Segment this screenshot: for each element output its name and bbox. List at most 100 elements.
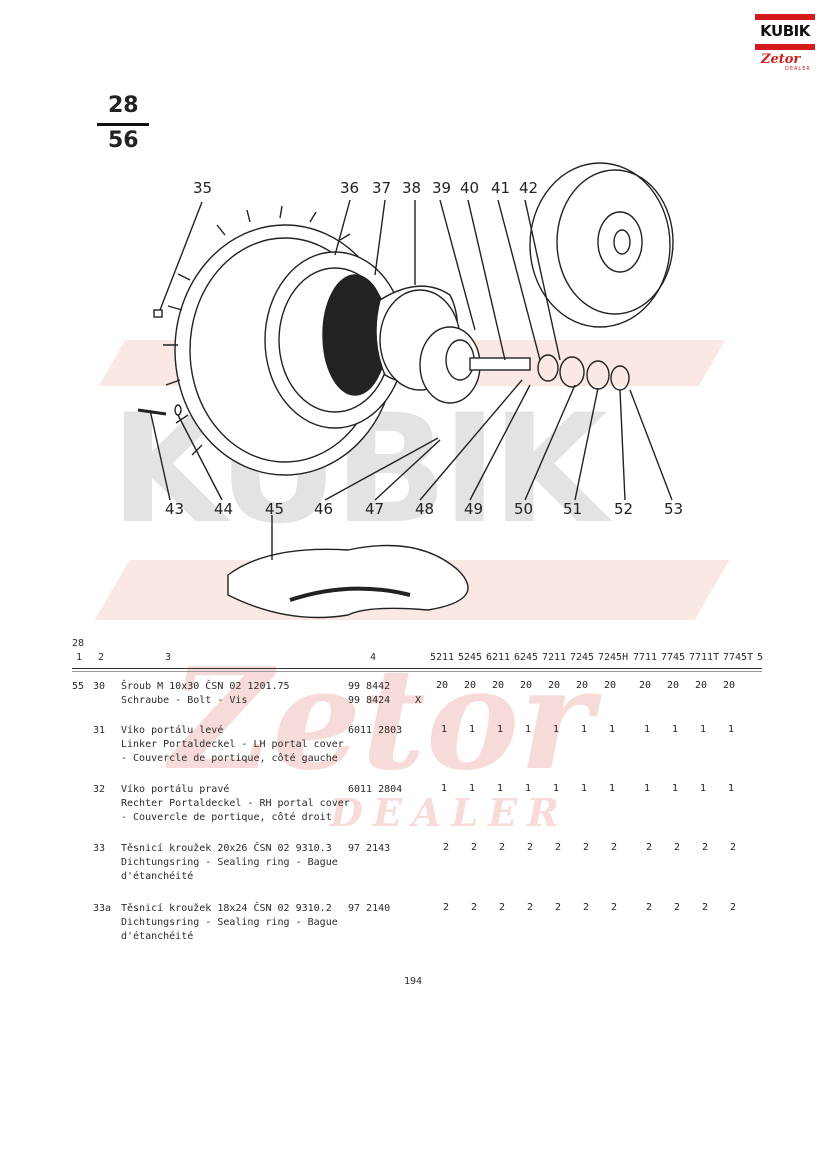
description-line: d'étanchéité bbox=[121, 871, 194, 882]
callout-48: 48 bbox=[415, 500, 435, 518]
description-line: d'étanchéité bbox=[121, 931, 194, 942]
description-line: Dichtungsring - Sealing ring - Bague bbox=[121, 857, 338, 868]
position-number: 31 bbox=[93, 725, 106, 736]
dealer-logo: KUBIK Zetor DEALER bbox=[755, 14, 815, 72]
qty: 2 bbox=[673, 902, 681, 913]
fig-number: 55 bbox=[72, 681, 85, 692]
description-line: Víko portálu levé bbox=[121, 725, 224, 736]
model-header: 7245 bbox=[570, 652, 595, 663]
qty: 1 bbox=[699, 724, 707, 735]
qty: 2 bbox=[498, 902, 506, 913]
qty: 1 bbox=[496, 783, 504, 794]
part-number: 99 8442 bbox=[348, 681, 391, 692]
callout-51: 51 bbox=[563, 500, 583, 518]
qty: 1 bbox=[580, 783, 588, 794]
qty: 20 bbox=[435, 680, 449, 691]
position-number: 33a bbox=[93, 903, 112, 914]
logo-bar-top bbox=[755, 14, 815, 20]
qty: 1 bbox=[496, 724, 504, 735]
sheet-number: 56 bbox=[108, 128, 139, 153]
col-header-2: 2 bbox=[98, 652, 105, 663]
callout-39: 39 bbox=[432, 179, 452, 197]
qty: 2 bbox=[442, 842, 450, 853]
qty: 2 bbox=[645, 902, 653, 913]
description-line: Šroub M 10x30 ČSN 02 1201.75 bbox=[121, 681, 290, 692]
ring-49 bbox=[537, 354, 559, 382]
nut-35 bbox=[153, 309, 163, 318]
qty: 2 bbox=[554, 842, 562, 853]
callout-45: 45 bbox=[265, 500, 285, 518]
qty: 1 bbox=[524, 783, 532, 794]
model-header: 7711 bbox=[633, 652, 658, 663]
callout-43: 43 bbox=[165, 500, 185, 518]
qty: 20 bbox=[519, 680, 533, 691]
table-row: 31 Víko portálu levé Linker Portaldeckel… bbox=[0, 724, 826, 772]
logo-bar-bottom bbox=[755, 44, 815, 50]
qty: 2 bbox=[554, 902, 562, 913]
model-header: 7745T bbox=[723, 652, 754, 663]
description-line: - Couvercle de portique, côté droit bbox=[121, 812, 332, 823]
group-number: 28 bbox=[108, 93, 139, 118]
part-number: 6011 2804 bbox=[348, 784, 403, 795]
qty: 2 bbox=[645, 842, 653, 853]
qty: 20 bbox=[722, 680, 736, 691]
qty: 1 bbox=[608, 783, 616, 794]
callout-42: 42 bbox=[519, 179, 539, 197]
ring-51 bbox=[586, 360, 610, 390]
description-line: - Couvercle de portique, côté gauche bbox=[121, 753, 338, 764]
description-line: Dichtungsring - Sealing ring - Bague bbox=[121, 917, 338, 928]
callout-41: 41 bbox=[491, 179, 511, 197]
logo-brand: KUBIK bbox=[760, 22, 810, 40]
qty: 2 bbox=[729, 902, 737, 913]
qty: 1 bbox=[671, 783, 679, 794]
qty: 1 bbox=[643, 724, 651, 735]
model-header: 7245H bbox=[598, 652, 629, 663]
col-header-4: 4 bbox=[370, 652, 377, 663]
model-header: 5211 bbox=[430, 652, 455, 663]
callout-49: 49 bbox=[464, 500, 484, 518]
exploded-view-drawing bbox=[137, 162, 674, 619]
qty: 2 bbox=[526, 842, 534, 853]
qty: 1 bbox=[699, 783, 707, 794]
qty: 20 bbox=[547, 680, 561, 691]
qty: 1 bbox=[671, 724, 679, 735]
watermark-sub: Zetor bbox=[170, 638, 594, 802]
description-line: Rechter Portaldeckel - RH portal cover bbox=[121, 798, 350, 809]
qty: 20 bbox=[603, 680, 617, 691]
qty: 20 bbox=[575, 680, 589, 691]
col-header-3: 3 bbox=[165, 652, 172, 663]
watermark-tag: DEALER bbox=[330, 790, 569, 835]
table-group-number: 28 bbox=[72, 638, 85, 649]
inner-tube bbox=[227, 544, 469, 619]
header-rule bbox=[72, 668, 762, 669]
table-row: 33a Těsnicí kroužek 18x24 ČSN 02 9310.2 … bbox=[0, 902, 826, 950]
bolt-43 bbox=[137, 408, 167, 416]
callout-47: 47 bbox=[365, 500, 385, 518]
qty: 1 bbox=[608, 724, 616, 735]
description-line: Těsnicí kroužek 20x26 ČSN 02 9310.3 bbox=[121, 843, 332, 854]
description-line: Schraube - Bolt - Vis bbox=[121, 695, 248, 706]
qty: 2 bbox=[701, 842, 709, 853]
qty: 20 bbox=[666, 680, 680, 691]
model-header: 7711T bbox=[689, 652, 720, 663]
callout-40: 40 bbox=[460, 179, 480, 197]
page-number: 194 bbox=[404, 976, 423, 987]
callout-35: 35 bbox=[193, 179, 213, 197]
callout-52: 52 bbox=[614, 500, 634, 518]
qty: 1 bbox=[468, 724, 476, 735]
qty: 2 bbox=[582, 902, 590, 913]
part-number: 97 2143 bbox=[348, 843, 391, 854]
description-line: Víko portálu pravé bbox=[121, 784, 230, 795]
qty: 1 bbox=[552, 724, 560, 735]
position-number: 30 bbox=[93, 681, 106, 692]
qty: 1 bbox=[727, 783, 735, 794]
callout-53: 53 bbox=[664, 500, 684, 518]
table-row: 33 Těsnicí kroužek 20x26 ČSN 02 9310.3 D… bbox=[0, 842, 826, 890]
qty: 20 bbox=[694, 680, 708, 691]
header-rule-2 bbox=[72, 671, 762, 672]
part-number: 6011 2803 bbox=[348, 725, 403, 736]
qty: 1 bbox=[468, 783, 476, 794]
qty: 2 bbox=[470, 902, 478, 913]
table-row: 55 30 Šroub M 10x30 ČSN 02 1201.75 Schra… bbox=[0, 680, 826, 720]
qty: 2 bbox=[498, 842, 506, 853]
